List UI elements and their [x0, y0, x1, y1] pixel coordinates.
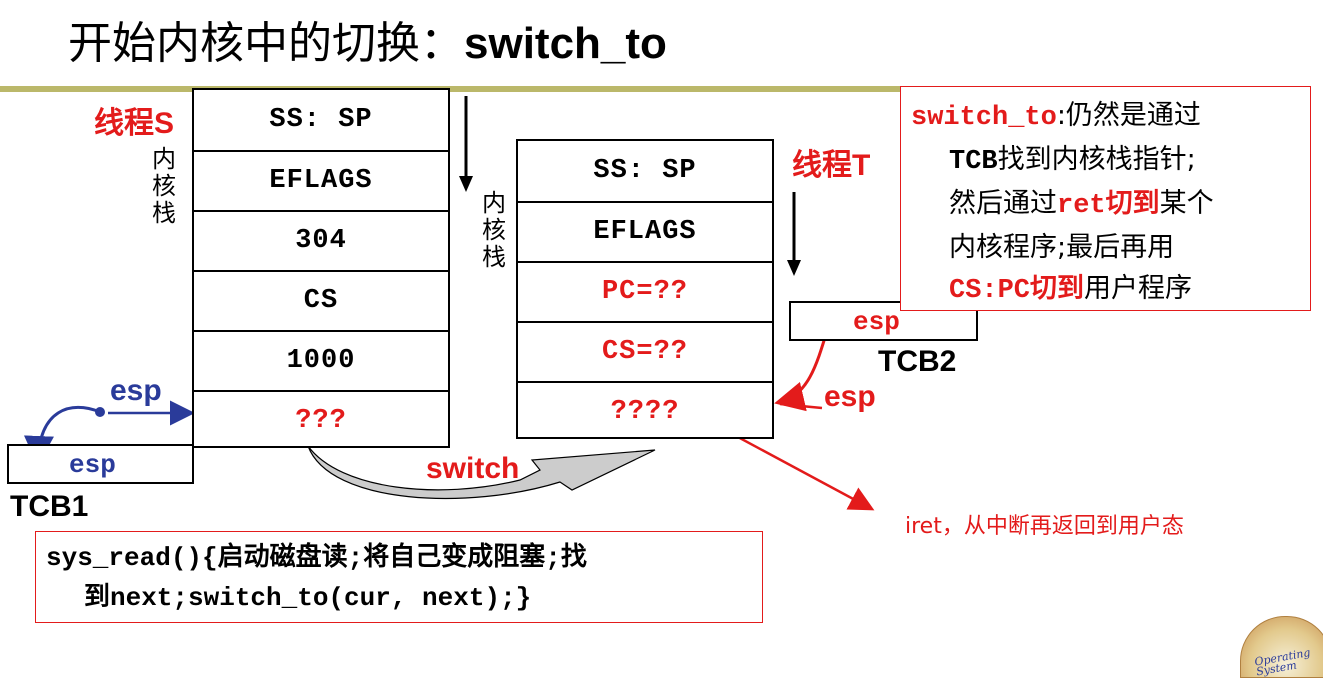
os-logo-text: Operating System — [1253, 645, 1312, 678]
stack-s-cell: SS: SP — [269, 105, 373, 135]
title-rule — [0, 86, 1185, 92]
iret-note: iret，从中断再返回到用户态 — [905, 514, 1184, 539]
stack-grow-arrowhead-t — [787, 260, 801, 276]
tcb2-esp-pointer-label: esp — [824, 380, 876, 413]
page-title: 开始内核中的切换：switch_to — [68, 14, 667, 74]
stack-s-cell: ??? — [194, 390, 448, 450]
sys-read-code-box: sys_read(){启动磁盘读;将自己变成阻塞;找 到next;switch_… — [35, 531, 763, 623]
note-line-5: CS:PC切到用户程序 — [911, 268, 1310, 312]
note-line-3-text-a: 然后通过 — [949, 188, 1057, 219]
stack-s-cell: 1000 — [194, 330, 448, 390]
note-line-3: 然后通过ret切到某个 — [911, 183, 1310, 227]
note-ret-keyword: ret切到 — [1057, 191, 1160, 221]
kernel-stack-t-char: 栈 — [482, 243, 506, 271]
thread-t-label: 线程T — [792, 149, 871, 182]
stack-s-cell: EFLAGS — [194, 150, 448, 210]
kernel-stack-s: SS: SP EFLAGS 304 CS 1000 ??? — [192, 88, 450, 448]
kernel-stack-s-char: 核 — [152, 172, 176, 200]
kernel-stack-s-label: 内 核 栈 — [150, 146, 178, 227]
stack-t-cell: CS=?? — [518, 321, 772, 381]
tcb2-box: esp — [789, 301, 978, 341]
stack-t-cell: ???? — [518, 381, 772, 441]
note-tcb-keyword: TCB — [949, 147, 998, 177]
kernel-stack-t-label: 内 核 栈 — [480, 190, 508, 271]
title-latin: switch_to — [464, 19, 667, 68]
thread-s-label: 线程S — [94, 107, 175, 140]
stack-t-cell: SS: SP — [593, 156, 697, 186]
note-switch-to-keyword: switch_to — [911, 103, 1057, 133]
note-line-2-text: 找到内核栈指针; — [997, 144, 1196, 175]
code-line-2: 到next;switch_to(cur, next);} — [84, 583, 532, 613]
stack-s-cell: CS — [194, 270, 448, 330]
kernel-stack-s-char: 内 — [152, 145, 176, 173]
tcb1-box: esp — [7, 444, 194, 484]
tcb2-label: TCB2 — [878, 345, 957, 378]
stack-t-cell: PC=?? — [518, 261, 772, 321]
tcb1-esp-field: esp — [69, 450, 116, 480]
note-line-3-text-b: 某个 — [1159, 188, 1214, 219]
note-line-1: switch_to:仍然是通过 — [911, 95, 1310, 139]
tcb2-esp-field: esp — [853, 307, 900, 337]
note-line-2: TCB找到内核栈指针; — [911, 139, 1310, 183]
switch-label: switch — [426, 452, 520, 485]
kernel-stack-s-char: 栈 — [152, 199, 176, 227]
note-line-4: 内核程序;最后再用 — [949, 232, 1175, 263]
stack-t-cell: EFLAGS — [518, 201, 772, 261]
kernel-stack-t: SS: SP EFLAGS PC=?? CS=?? ???? — [516, 139, 774, 439]
tcb1-esp-pointer-label: esp — [110, 374, 162, 407]
tcb1-label: TCB1 — [10, 490, 89, 523]
switch-to-note: switch_to:仍然是通过 TCB找到内核栈指针; 然后通过ret切到某个 … — [900, 86, 1311, 311]
stack-s-cell: 304 — [194, 210, 448, 270]
kernel-stack-t-char: 核 — [482, 216, 506, 244]
note-line-1-text: :仍然是通过 — [1056, 100, 1201, 131]
kernel-stack-t-char: 内 — [482, 189, 506, 217]
switch-arc-arrow — [307, 445, 656, 500]
note-cs-pc-keyword: CS:PC切到 — [949, 276, 1085, 306]
esp-t-arrow — [779, 402, 823, 410]
code-line-1: sys_read(){启动磁盘读;将自己变成阻塞;找 — [46, 543, 587, 573]
note-line-5-text: 用户程序 — [1084, 273, 1193, 304]
esp-s-dot — [95, 407, 105, 417]
stack-grow-arrowhead-s — [459, 176, 473, 192]
title-chinese: 开始内核中的切换： — [68, 18, 464, 69]
